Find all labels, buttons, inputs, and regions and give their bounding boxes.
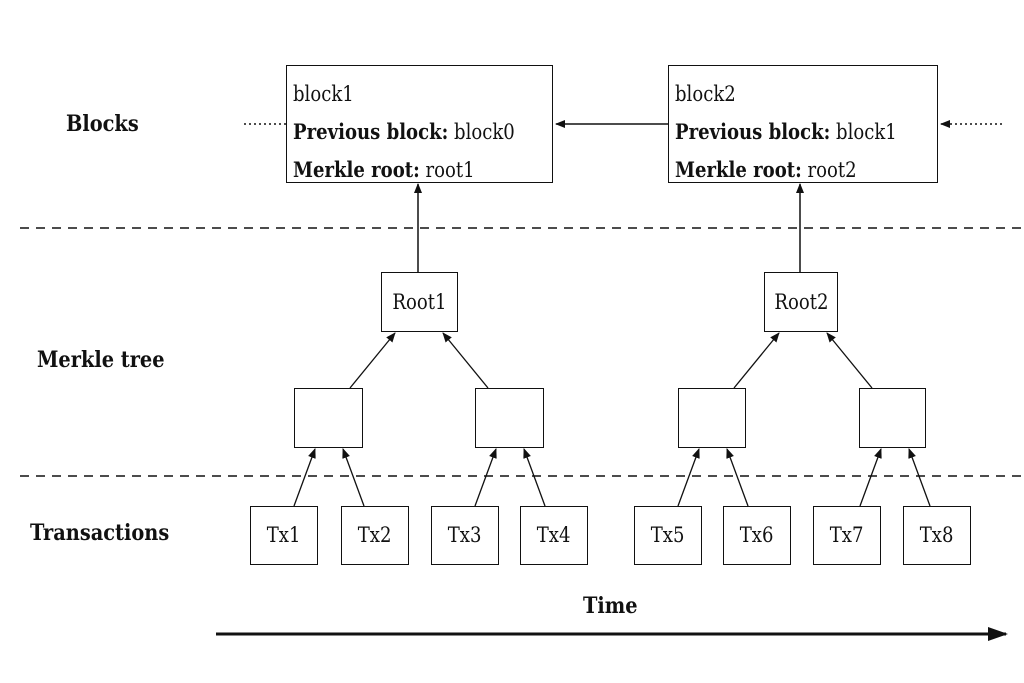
previous-block-row: Previous block: block0 <box>293 113 516 151</box>
previous-block-label: Previous block: <box>293 119 449 144</box>
arrow-node2-to-root1 <box>442 332 489 389</box>
merkle-root-label: Merkle root: <box>293 157 420 182</box>
transaction-label: Tx3 <box>448 523 482 547</box>
merkle-root-row: Merkle root: root1 <box>293 151 516 189</box>
transaction-label: Tx6 <box>740 523 774 547</box>
block-card-2: block2 Previous block: block1 Merkle roo… <box>668 65 938 183</box>
transaction-node-5: Tx5 <box>634 506 702 565</box>
row-label-transactions: Transactions <box>30 520 170 546</box>
transaction-label: Tx8 <box>920 523 954 547</box>
arrow-tx4-to-node2 <box>523 448 546 507</box>
arrow-node4-to-root2 <box>826 332 873 389</box>
merkle-root-label: Merkle root: <box>675 157 802 182</box>
root-label: Root2 <box>773 289 829 314</box>
merkle-root-node-1: Root1 <box>381 272 458 332</box>
transaction-node-3: Tx3 <box>431 506 499 565</box>
merkle-hash-node-2 <box>475 388 544 448</box>
row-label-blocks: Blocks <box>66 111 139 137</box>
arrow-node1-to-root1 <box>349 332 396 389</box>
transaction-node-7: Tx7 <box>813 506 881 565</box>
transaction-label: Tx4 <box>537 523 571 547</box>
previous-block-value: block0 <box>454 120 515 144</box>
previous-block-value: block1 <box>836 120 897 144</box>
transaction-label: Tx5 <box>651 523 685 547</box>
block-name: block1 <box>293 82 354 106</box>
arrow-node3-to-root2 <box>733 332 780 389</box>
transaction-label: Tx7 <box>830 523 864 547</box>
arrow-tx6-to-node3 <box>726 448 749 507</box>
merkle-root-value: root1 <box>425 158 475 182</box>
previous-block-row: Previous block: block1 <box>675 113 900 151</box>
previous-block-label: Previous block: <box>675 119 831 144</box>
transaction-node-4: Tx4 <box>520 506 588 565</box>
arrow-tx7-to-node4 <box>859 448 882 507</box>
root-label: Root1 <box>392 289 447 314</box>
transaction-node-8: Tx8 <box>903 506 971 565</box>
arrow-tx5-to-node3 <box>677 448 700 507</box>
merkle-hash-node-1 <box>294 388 363 448</box>
arrow-tx3-to-node2 <box>474 448 497 507</box>
transaction-node-6: Tx6 <box>723 506 791 565</box>
transaction-label: Tx1 <box>267 523 301 547</box>
arrow-tx2-to-node1 <box>342 448 365 507</box>
block-name: block2 <box>675 82 736 106</box>
merkle-root-row: Merkle root: root2 <box>675 151 900 189</box>
merkle-hash-node-3 <box>678 388 746 448</box>
row-label-merkle-tree: Merkle tree <box>37 347 165 373</box>
transaction-node-1: Tx1 <box>250 506 318 565</box>
arrow-tx8-to-node4 <box>908 448 931 507</box>
block-card-1: block1 Previous block: block0 Merkle roo… <box>286 65 553 183</box>
merkle-hash-node-4 <box>859 388 926 448</box>
time-label: Time <box>583 593 638 619</box>
transaction-label: Tx2 <box>358 523 392 547</box>
merkle-root-node-2: Root2 <box>764 272 838 332</box>
arrow-tx1-to-node1 <box>293 448 316 507</box>
transaction-node-2: Tx2 <box>341 506 409 565</box>
merkle-root-value: root2 <box>807 158 857 182</box>
